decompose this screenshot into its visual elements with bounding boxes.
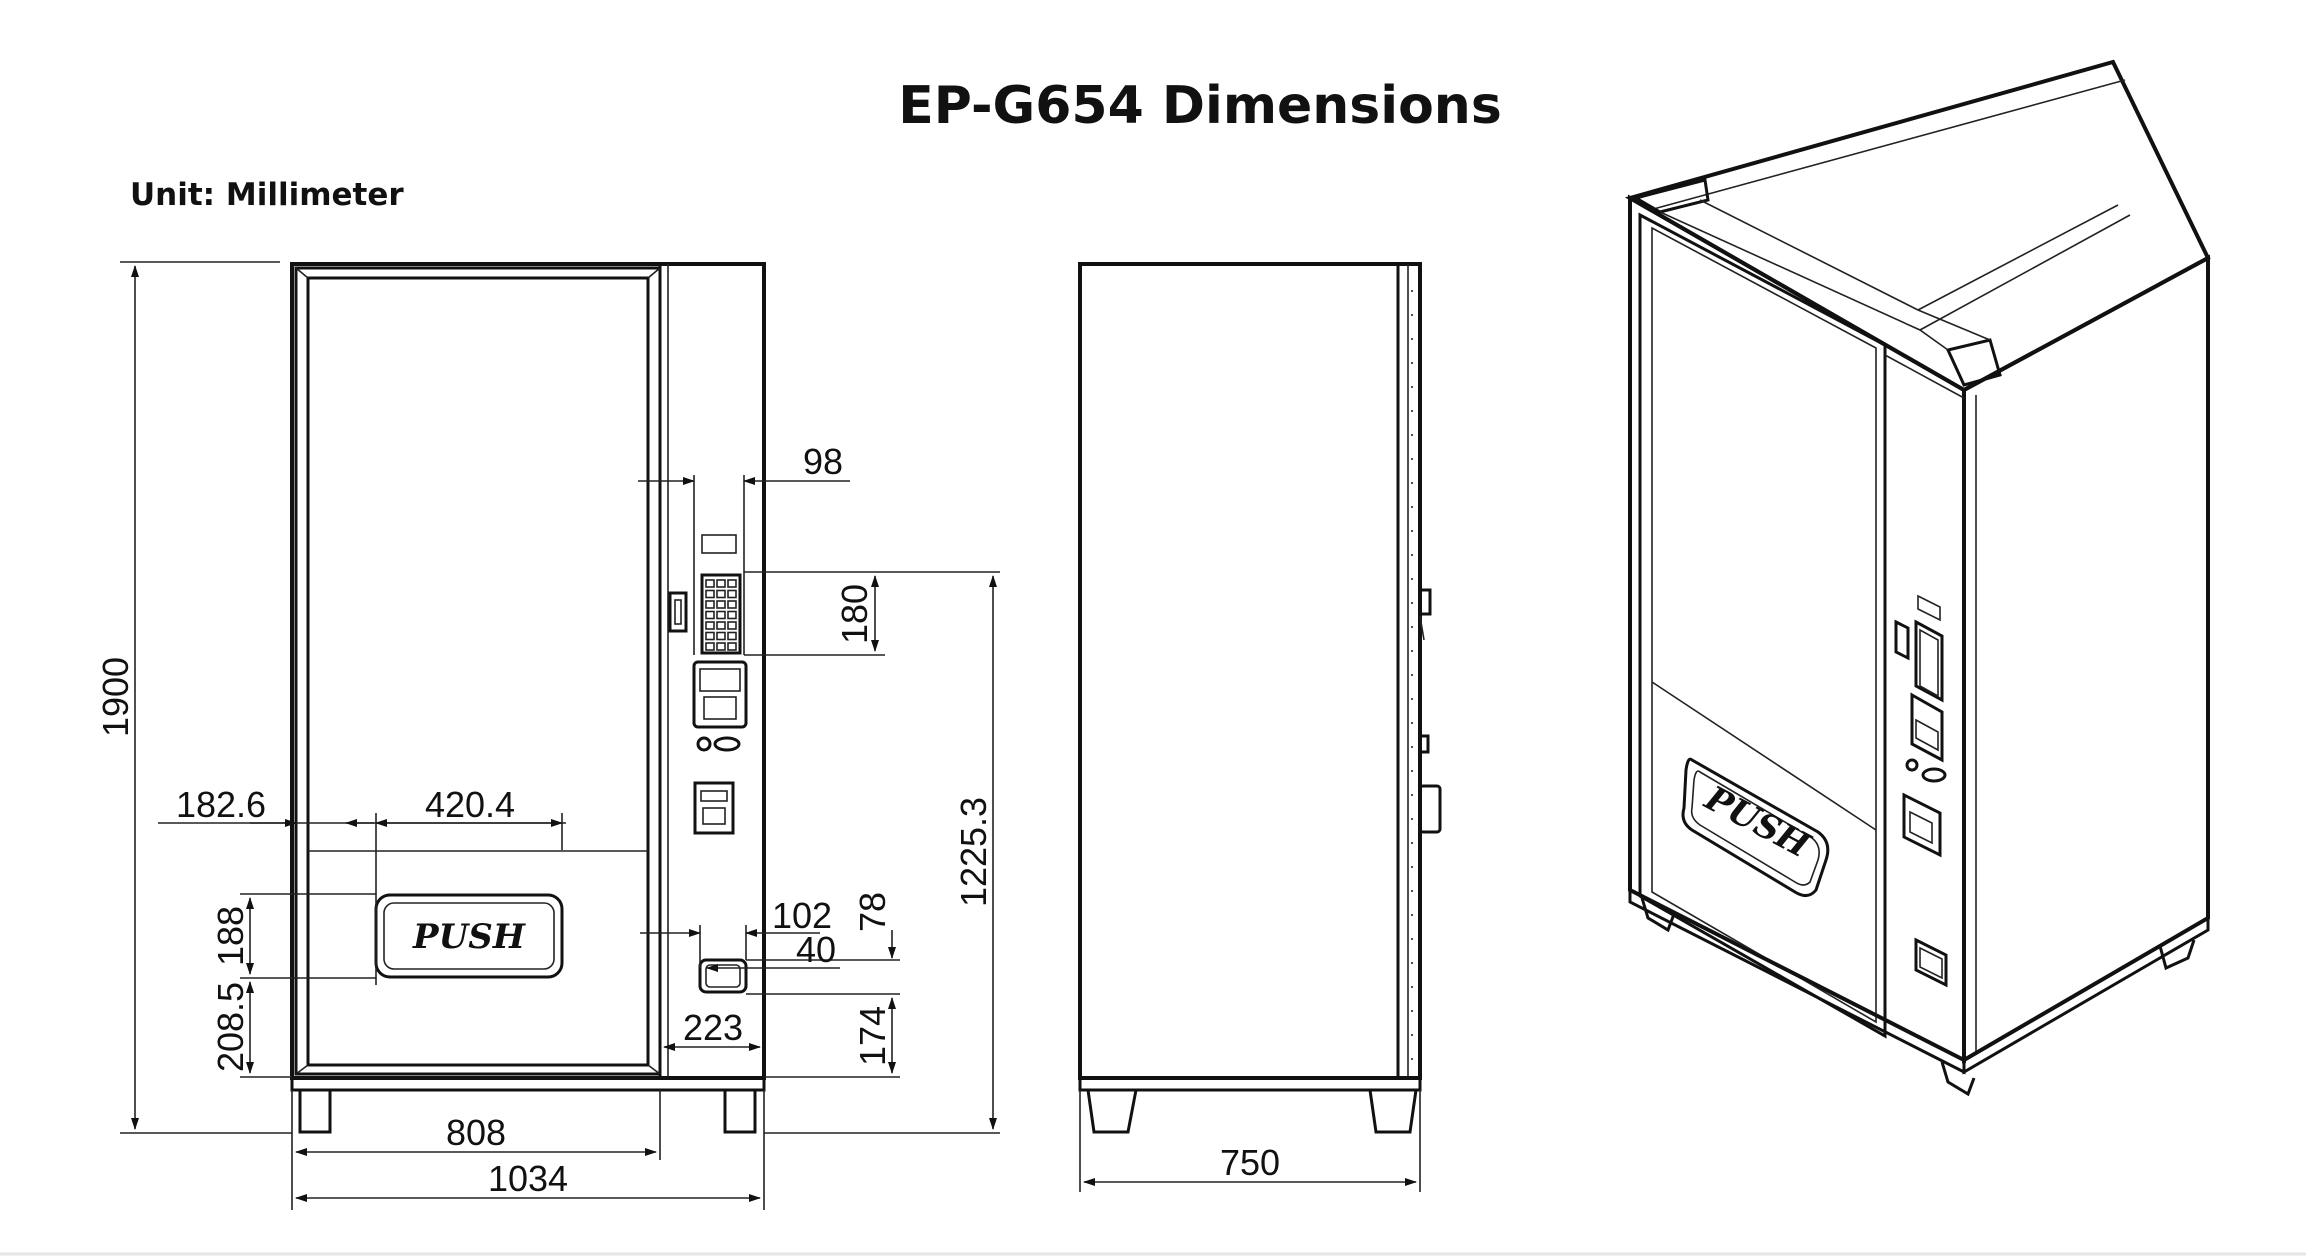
dim-door-left: 182.6 <box>176 784 266 825</box>
coin-return-cup <box>698 958 748 994</box>
side-right-foot <box>1368 1089 1418 1134</box>
keypad-key <box>727 600 737 609</box>
keypad-key <box>716 642 726 651</box>
keypad-key <box>716 621 726 630</box>
side-handle <box>1418 784 1442 834</box>
keypad-key <box>705 589 715 599</box>
iso-top-panel <box>1624 59 2211 393</box>
dim-push-bottom: 208.5 <box>210 982 251 1072</box>
iso-coin-slot <box>1921 767 1947 783</box>
front-right-foot <box>723 1088 757 1134</box>
keypad-key <box>727 631 737 641</box>
iso-corner-bracket-right <box>1945 338 2002 387</box>
keypad-key <box>716 631 726 641</box>
lock-slot <box>668 591 688 633</box>
iso-foot-back-right <box>2158 939 2196 971</box>
perspective-view: PUSH <box>1624 59 2211 1097</box>
keypad-key <box>727 642 737 651</box>
keypad-key <box>727 589 737 599</box>
keypad-key <box>727 621 737 630</box>
side-cabinet-outline <box>1078 262 1422 1080</box>
iso-base-side <box>1962 915 2210 1075</box>
front-view: PUSH <box>290 262 766 1134</box>
coin-return-button <box>696 736 712 752</box>
dim-push-height: 188 <box>210 906 251 966</box>
iso-push-plate <box>1681 757 1830 897</box>
iso-corner-bracket-left <box>1632 178 1710 214</box>
page-title: EP-G654 Dimensions <box>898 76 1502 136</box>
iso-coin-button <box>1905 758 1919 772</box>
side-base-plinth <box>1078 1076 1422 1092</box>
bill-acceptor <box>692 660 748 729</box>
front-dimensions: 1900 182.6 420.4 98 180 1225.3 188 208.5 <box>95 261 1000 1210</box>
iso-push-label: PUSH <box>1697 778 1817 867</box>
iso-coin-return-cup <box>1914 937 1948 988</box>
dim-push-width: 420.4 <box>425 784 515 825</box>
dim-keypad-bottom-height: 1225.3 <box>953 797 994 907</box>
keypad-key <box>716 600 726 609</box>
iso-bill-acceptor <box>1910 692 1944 763</box>
dim-coin-bottom: 174 <box>852 1006 893 1066</box>
coin-slot <box>713 736 741 752</box>
dim-panel-width: 98 <box>803 441 843 482</box>
dim-coin-offset: 40 <box>796 929 836 970</box>
dim-height: 1900 <box>95 657 136 737</box>
dim-coin-width: 102 <box>772 895 832 936</box>
keypad-key <box>727 579 737 588</box>
keypad-key <box>716 589 726 599</box>
front-push-label: PUSH <box>412 917 527 957</box>
side-view: 750 <box>1078 262 1442 1192</box>
dim-depth: 750 <box>1220 1142 1280 1183</box>
dim-total-width: 1034 <box>488 1158 568 1199</box>
side-left-foot <box>1086 1089 1138 1134</box>
keypad-grid <box>705 579 737 651</box>
iso-foot-front-right <box>1940 1061 1976 1097</box>
iso-display-window <box>1917 594 1941 622</box>
keypad-key <box>716 610 726 620</box>
dim-keypad-height: 180 <box>834 584 875 644</box>
keypad-key <box>705 610 715 620</box>
keypad-key <box>727 610 737 620</box>
keypad-key <box>705 600 715 609</box>
front-base-plinth <box>290 1076 766 1092</box>
front-left-foot <box>298 1088 332 1134</box>
display-window <box>701 534 737 554</box>
iso-card-reader <box>1902 792 1942 858</box>
keypad <box>700 573 742 655</box>
keypad-key <box>705 621 715 630</box>
dim-door-width: 808 <box>446 1112 506 1153</box>
dim-coin-right: 223 <box>683 1007 743 1048</box>
card-reader <box>693 781 735 835</box>
keypad-key <box>705 642 715 651</box>
dim-coin-height: 78 <box>852 892 893 932</box>
iso-foot-front-left <box>1640 897 1676 933</box>
keypad-key <box>716 579 726 588</box>
unit-label: Unit: Millimeter <box>130 177 404 213</box>
iso-keypad <box>1914 619 1944 703</box>
side-hinge-upper <box>1418 588 1432 616</box>
keypad-key <box>705 631 715 641</box>
iso-door-outline <box>1638 212 1887 1039</box>
keypad-key <box>705 579 715 588</box>
iso-lock-slot <box>1894 619 1910 661</box>
front-window-outline <box>306 276 650 1067</box>
side-latch <box>1418 734 1430 754</box>
